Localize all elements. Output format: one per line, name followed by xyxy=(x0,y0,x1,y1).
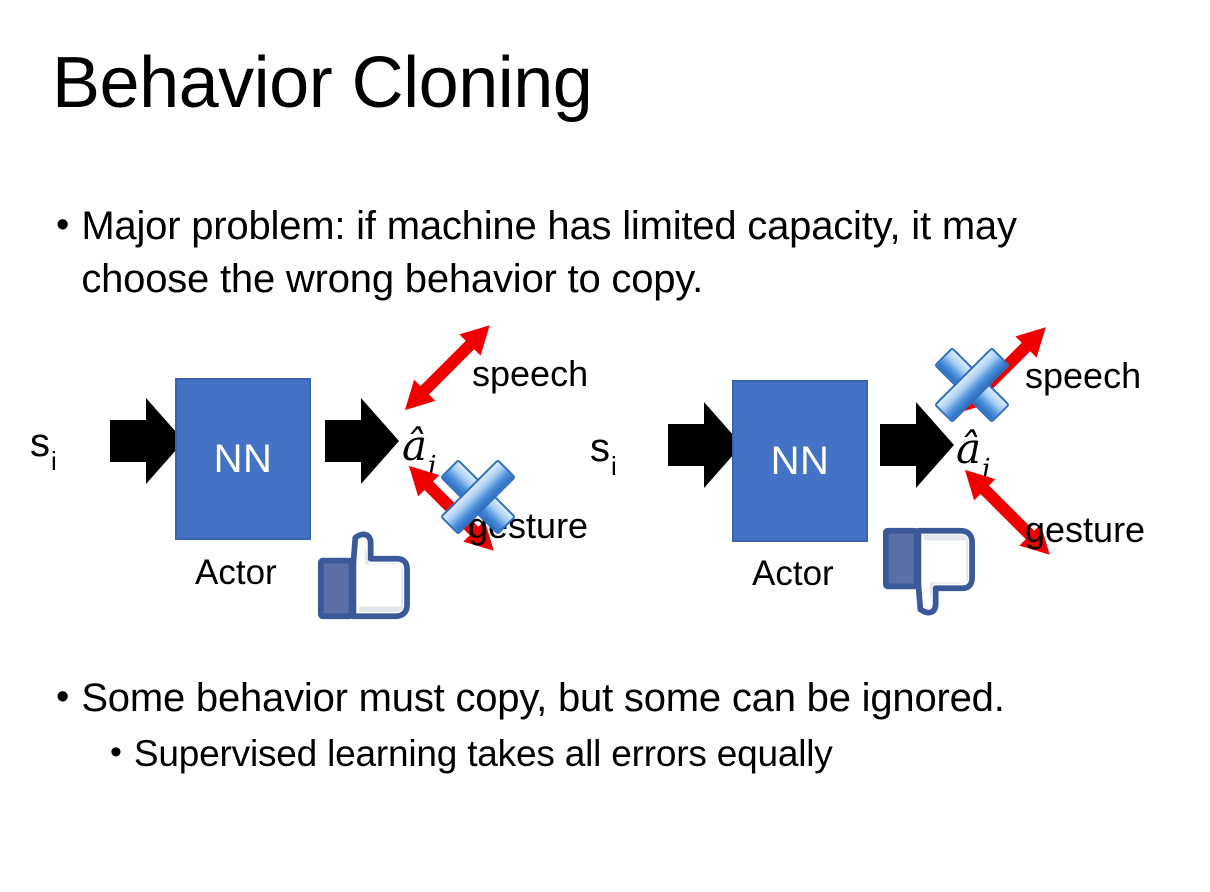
bullet-marker-icon: • xyxy=(110,733,122,771)
speech-label-right: speech xyxy=(1025,355,1142,396)
thumbs-down-icon xyxy=(880,525,976,617)
page-title: Behavior Cloning xyxy=(52,43,593,123)
output-action-label-left: âi xyxy=(402,421,437,483)
arrow-head xyxy=(361,398,399,484)
diagram-right: si NN Actor âi speech xyxy=(580,316,1160,630)
actor-caption-left: Actor xyxy=(195,553,277,592)
arrow-bar xyxy=(417,337,478,398)
bullet-text-1: Major problem: if machine has limited ca… xyxy=(81,204,1017,301)
cross-out-icon-speech-right xyxy=(933,346,1011,424)
arrow-shaft xyxy=(668,424,708,466)
thumbs-up-icon xyxy=(315,530,411,622)
bullet-text-2: Some behavior must copy, but some can be… xyxy=(81,676,1005,720)
arrow-shaft xyxy=(325,420,365,462)
diagram-left: si NN Actor âi speech gesture xyxy=(20,314,600,630)
input-state-label-right: si xyxy=(590,426,617,481)
actor-caption-right: Actor xyxy=(752,554,834,593)
output-action-label-right: âi xyxy=(956,424,991,486)
arrow-shaft xyxy=(880,424,920,466)
nn-box-right: NN xyxy=(732,380,868,542)
bullet-item-1: • Major problem: if machine has limited … xyxy=(56,200,1106,306)
output-arrow-left xyxy=(325,398,399,484)
cross-out-icon-gesture-left xyxy=(439,458,517,536)
input-arrow-left xyxy=(110,398,184,484)
nn-box-left: NN xyxy=(175,378,311,540)
speech-label-left: speech xyxy=(472,353,589,394)
bullet-item-3: • Supervised learning takes all errors e… xyxy=(110,730,1170,779)
bullet-marker-icon: • xyxy=(56,676,70,718)
nn-box-label: NN xyxy=(770,439,830,483)
bullet-marker-icon: • xyxy=(56,204,70,246)
bullet-item-2: • Some behavior must copy, but some can … xyxy=(56,672,1176,725)
input-state-label-left: si xyxy=(30,421,57,476)
gesture-label-right: gesture xyxy=(1025,509,1146,550)
arrow-shaft xyxy=(110,420,150,462)
nn-box-label: NN xyxy=(213,437,273,481)
bullet-text-3: Supervised learning takes all errors equ… xyxy=(133,733,833,774)
input-arrow-right xyxy=(668,402,742,488)
